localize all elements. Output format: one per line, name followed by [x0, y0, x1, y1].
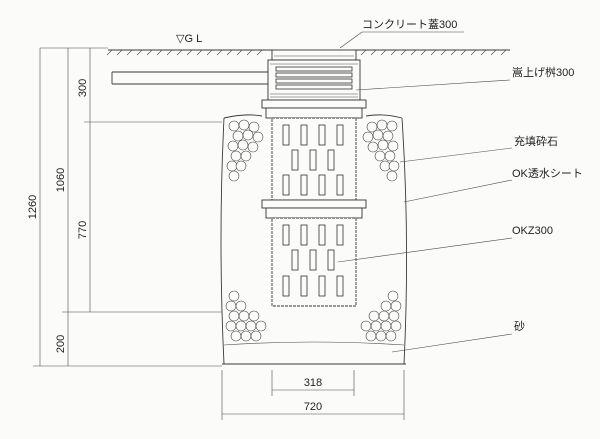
dim-outer-width: 720	[304, 401, 322, 413]
riser-label: 嵩上げ桝300	[512, 65, 574, 79]
dim-bottom: 200	[55, 335, 67, 353]
dim-sub: 1060	[55, 168, 67, 192]
dim-middle: 770	[77, 221, 89, 239]
gravel-lower-right	[360, 290, 402, 342]
gravel-lower-left	[225, 290, 267, 342]
permeable-sheet	[220, 114, 408, 365]
sheet-label: OK透水シート	[512, 167, 583, 180]
lid-label: コンクリート蓋300	[362, 18, 457, 31]
sand-label: 砂	[514, 320, 525, 333]
okz-upper-module	[261, 99, 367, 201]
dim-inner-width: 318	[304, 377, 322, 389]
concrete-lid	[271, 49, 357, 61]
dim-top: 300	[77, 79, 89, 97]
riser-box	[267, 59, 361, 101]
gl-label: ▽G L	[176, 33, 202, 45]
horizontal-dimensions	[221, 370, 405, 420]
okz-lower-module	[261, 199, 367, 307]
gravel-label: 充填砕石	[514, 134, 558, 148]
leader-lines	[337, 31, 513, 353]
ground-line	[106, 49, 510, 56]
inflow-pipe	[111, 71, 268, 85]
dim-total: 1260	[27, 195, 39, 219]
gravel-upper-left	[226, 119, 264, 182]
gravel-upper-right	[362, 119, 400, 182]
box-label: OKZ300	[512, 225, 553, 237]
vertical-dimensions	[33, 47, 222, 367]
